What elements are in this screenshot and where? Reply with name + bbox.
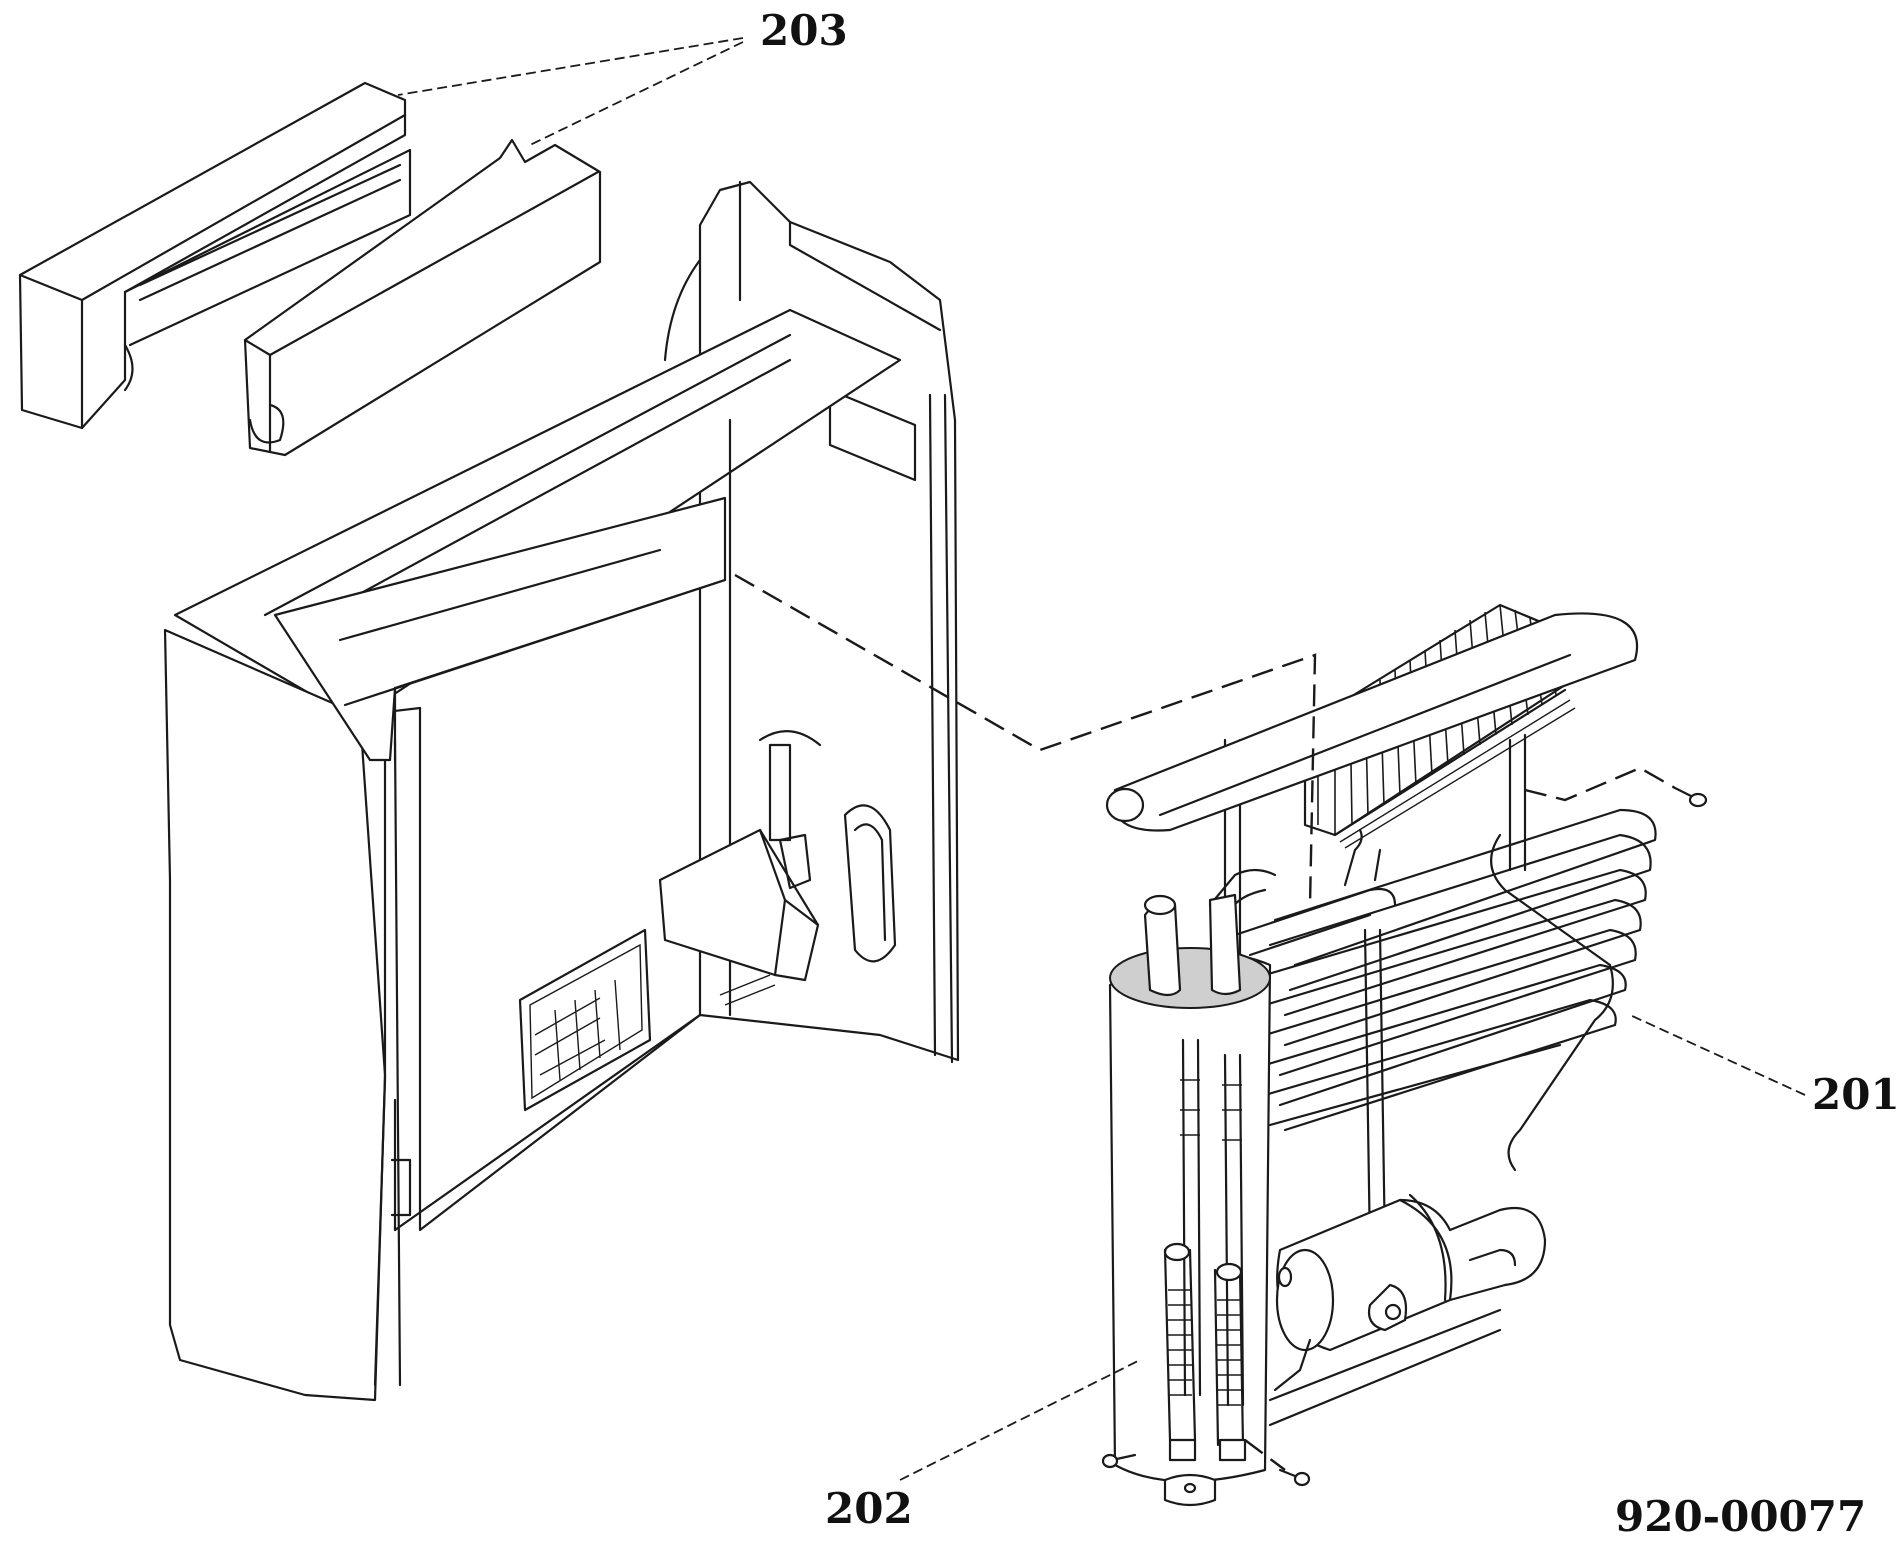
heater-rod-coils [1168, 1289, 1241, 1406]
screw-bottom-right [1278, 1468, 1311, 1487]
leader-203-right [529, 41, 744, 146]
part-203-trim-strip-right [243, 138, 602, 457]
door-cabinet-front [163, 180, 960, 1402]
assembly-guide-lines [734, 573, 1676, 1471]
screw-bottom-left [1101, 1453, 1137, 1469]
callout-203: 203 [760, 6, 848, 55]
callout-201: 201 [1812, 1070, 1896, 1119]
part-203-trim-strip-left [18, 81, 412, 430]
leader-201 [1629, 1014, 1806, 1096]
callout-202: 202 [825, 1484, 913, 1533]
drawing-number: 920-00077 [1615, 1492, 1867, 1541]
part-201-cooling-unit [1105, 603, 1657, 1507]
screw-top-right [1673, 786, 1708, 808]
leader-203-left [397, 37, 744, 96]
